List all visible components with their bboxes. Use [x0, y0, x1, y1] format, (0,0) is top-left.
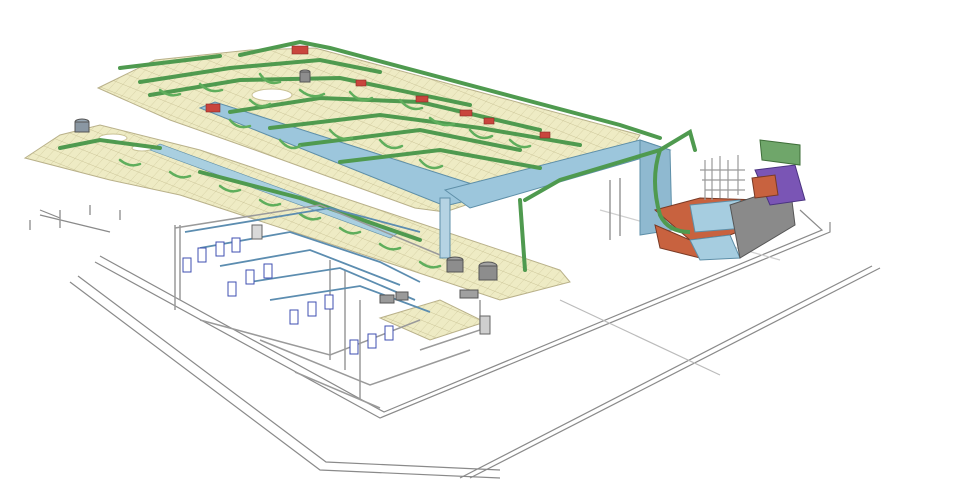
rooftop-unit-3 — [299, 69, 311, 83]
hot-water-piping — [184, 207, 431, 313]
sink-fixture-2 — [197, 247, 207, 263]
sink-fixture-13 — [384, 325, 394, 341]
damper-5 — [459, 109, 473, 117]
sink-fixture-5 — [227, 281, 237, 297]
sink-fixture-1 — [182, 257, 192, 273]
sink-fixtures — [182, 237, 394, 355]
rooftop-unit-1 — [446, 256, 464, 273]
green-branch-ducts — [118, 72, 532, 269]
damper-4 — [415, 95, 429, 103]
pump-skid — [379, 289, 479, 304]
ahu-fan-housing — [759, 139, 801, 166]
damper-6 — [483, 117, 495, 125]
sink-fixture-8 — [289, 309, 299, 325]
exhaust-fan-icon — [74, 118, 90, 133]
upper-ceiling-grid — [96, 47, 641, 213]
damper-2 — [205, 103, 221, 113]
floor-outline — [39, 209, 881, 479]
cabinet-unit — [251, 224, 491, 335]
rooftop-unit-2 — [478, 261, 498, 281]
exhaust-fans — [74, 69, 498, 335]
damper-7 — [539, 131, 551, 139]
sink-fixture-3 — [215, 241, 225, 257]
ceiling-opening — [251, 88, 293, 102]
sink-fixture-7 — [263, 263, 273, 279]
air-handling-unit — [653, 139, 806, 261]
damper-1 — [291, 45, 309, 55]
ahu-piping — [700, 155, 745, 200]
sink-fixture-10 — [324, 294, 334, 310]
sink-fixture-4 — [231, 237, 241, 253]
sink-fixture-11 — [349, 339, 359, 355]
sink-fixture-9 — [307, 301, 317, 317]
fire-dampers — [205, 45, 551, 139]
sink-fixture-12 — [367, 333, 377, 349]
sink-fixture-6 — [245, 269, 255, 285]
damper-3 — [355, 79, 367, 87]
